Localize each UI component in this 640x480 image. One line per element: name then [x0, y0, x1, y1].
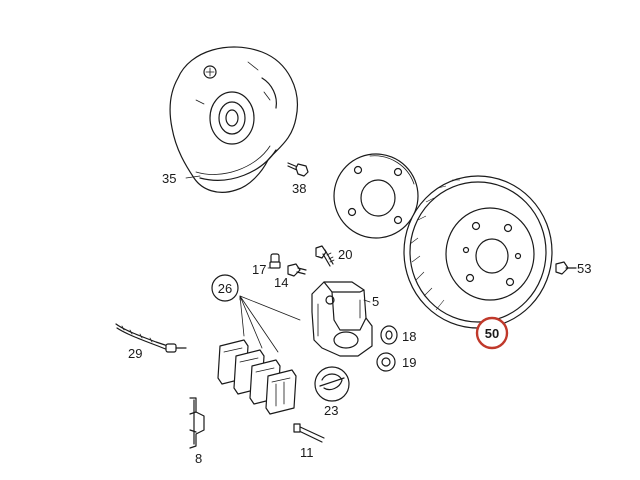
label-18: 18: [402, 329, 416, 344]
label-35: 35: [162, 171, 176, 186]
part-29-wear-sensor[interactable]: [115, 323, 187, 353]
part-23-spring-clip[interactable]: [314, 366, 350, 402]
label-14: 14: [274, 275, 288, 290]
label-20: 20: [338, 247, 352, 262]
label-17: 17: [252, 262, 266, 277]
part-11-guide-pin[interactable]: [293, 423, 325, 443]
part-19-seal[interactable]: [376, 352, 396, 372]
label-26: 26: [218, 281, 232, 296]
part-8-retaining-spring[interactable]: [189, 397, 205, 449]
label-5: 5: [372, 294, 379, 309]
label-50[interactable]: 50: [485, 326, 499, 341]
label-38: 38: [292, 181, 306, 196]
part-20-bolt[interactable]: [315, 245, 335, 267]
label-23: 23: [324, 403, 338, 418]
label-29: 29: [128, 346, 142, 361]
part-38-bolt[interactable]: [287, 162, 309, 177]
label-26-circle: [211, 274, 239, 302]
label-53: 53: [577, 261, 591, 276]
part-53-screw[interactable]: [555, 261, 577, 275]
label-8: 8: [195, 451, 202, 466]
part-50-brake-disc[interactable]: [403, 175, 553, 329]
highlight-ring-50: [475, 316, 509, 350]
part-5-brake-caliper[interactable]: [311, 281, 373, 357]
wheel-hub[interactable]: [333, 153, 419, 239]
part-35-dust-shield[interactable]: [169, 46, 298, 193]
label-19: 19: [402, 355, 416, 370]
part-18-washer[interactable]: [380, 325, 398, 345]
part-26-brake-pads[interactable]: [217, 295, 301, 415]
part-17-bleeder-cap[interactable]: [269, 253, 281, 269]
leader-lines: [185, 175, 371, 303]
label-11: 11: [300, 445, 314, 460]
part-14-bleeder-screw[interactable]: [287, 263, 307, 277]
